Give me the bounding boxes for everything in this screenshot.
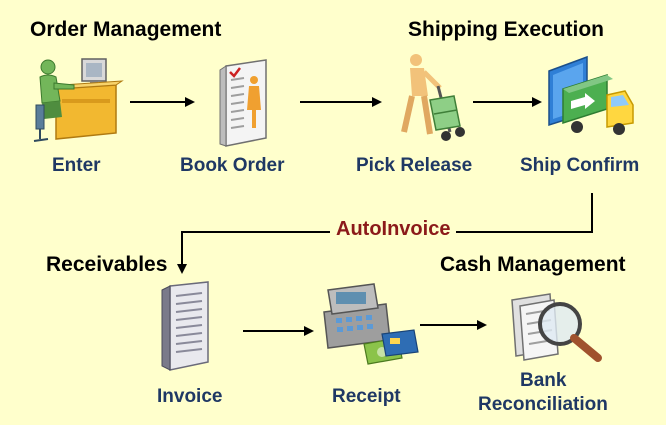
step-label-invoice: Invoice — [157, 386, 223, 407]
step-label-pick-release: Pick Release — [356, 155, 473, 176]
step-label-receipt: Receipt — [332, 386, 401, 407]
order-document-icon — [219, 59, 267, 147]
step-label-reconciliation: Reconciliation — [478, 394, 608, 415]
delivery-truck-icon — [548, 55, 634, 135]
step-label-bank: Bank — [520, 370, 567, 391]
magnifier-document-icon — [511, 293, 602, 362]
person-at-computer-icon — [33, 58, 124, 142]
section-title-cash-management: Cash Management — [440, 253, 626, 276]
step-label-enter: Enter — [52, 155, 101, 176]
section-title-order-management: Order Management — [30, 18, 222, 41]
invoice-book-icon — [161, 281, 209, 371]
step-label-ship-confirm: Ship Confirm — [520, 155, 640, 176]
section-title-shipping-execution: Shipping Execution — [408, 18, 605, 41]
autoinvoice-label: AutoInvoice — [330, 218, 457, 241]
step-label-book-order: Book Order — [180, 155, 285, 176]
cash-register-icon — [323, 283, 419, 365]
section-title-receivables: Receivables — [46, 253, 168, 276]
hand-truck-worker-icon — [401, 54, 465, 141]
